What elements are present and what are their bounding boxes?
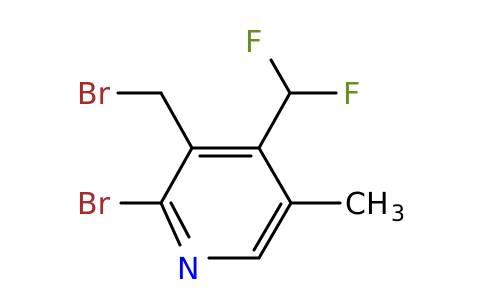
bond-n-c2-double	[169, 201, 191, 239]
bond-chf2-f-top	[269, 58, 292, 95]
atom-f-right: F	[343, 77, 360, 112]
bond-c5-c6	[257, 201, 293, 260]
atom-n: N	[177, 252, 199, 287]
atom-ch3-subscript: 3	[391, 202, 405, 227]
bond-ch2-c3	[159, 91, 194, 150]
atom-br-ring: Br	[77, 187, 111, 222]
atom-ch3: CH	[345, 187, 389, 222]
atom-labels: Br Br N F F CH 3	[77, 25, 405, 287]
atom-f-top: F	[245, 25, 262, 60]
bond-c5-c6-double	[252, 202, 283, 252]
bond-c4-c5	[257, 146, 293, 205]
bond-n-c2	[159, 201, 182, 247]
bond-c2-c3	[159, 146, 194, 205]
bonds	[116, 58, 342, 260]
bond-c4-chf2	[257, 91, 292, 150]
atom-br-methyl: Br	[77, 77, 111, 112]
